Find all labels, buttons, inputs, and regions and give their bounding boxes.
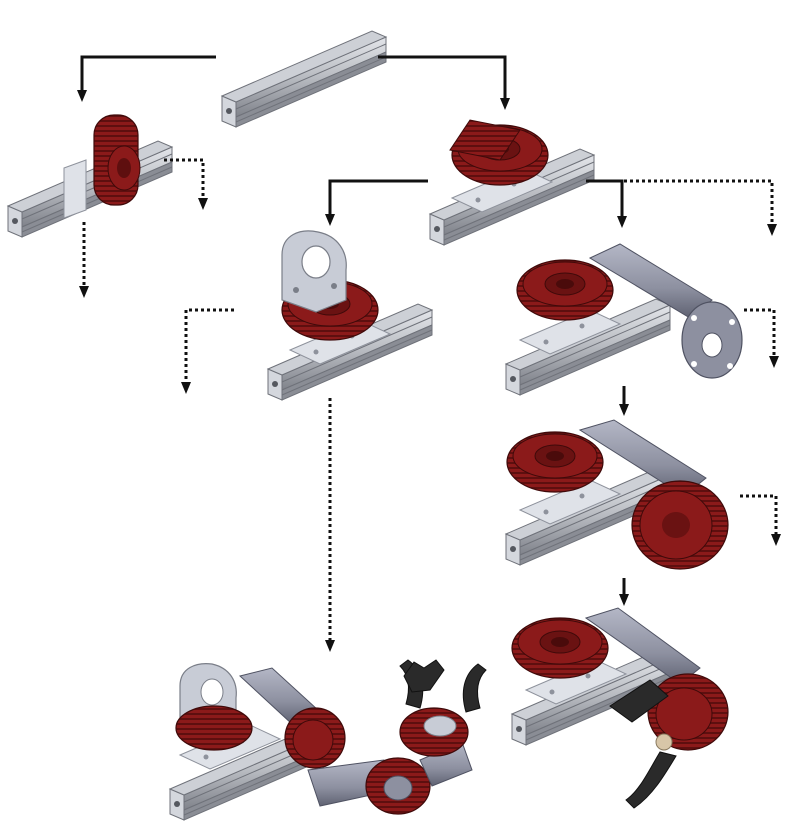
arrowhead-icon	[500, 98, 510, 110]
actuator-icon	[506, 431, 604, 493]
module-side-mounted-actuator	[7, 114, 173, 238]
bracket-icon	[281, 230, 347, 313]
mounting-plate	[63, 159, 87, 219]
actuator-icon	[175, 705, 253, 751]
dotted-arrow	[740, 494, 778, 536]
dotted-arrow	[624, 179, 774, 226]
arrowhead-icon	[79, 286, 89, 298]
solid-arrow	[328, 179, 428, 216]
arrowhead-icon	[181, 382, 191, 394]
module-full-arm-with-gripper	[169, 659, 487, 821]
arrowhead-icon	[619, 594, 629, 606]
actuator-side-icon	[631, 480, 729, 570]
actuator-side-icon	[93, 114, 141, 206]
link-arm-icon	[584, 607, 701, 685]
dotted-arrow	[184, 308, 234, 384]
module-actuator-with-bracket	[267, 230, 433, 401]
gripper-icon	[609, 679, 677, 809]
dotted-arrow	[164, 158, 205, 200]
solid-arrow	[80, 55, 216, 92]
actuator-icon	[365, 757, 431, 815]
flange-icon	[681, 301, 743, 379]
actuator-icon	[511, 617, 609, 679]
arrowhead-icon	[617, 216, 627, 228]
base-extrusion	[221, 30, 387, 128]
arrowhead-icon	[769, 356, 779, 368]
arrowhead-icon	[325, 214, 335, 226]
actuator-icon	[516, 259, 614, 321]
arrowhead-icon	[198, 198, 208, 210]
link-arm-icon	[588, 243, 713, 319]
solid-arrow	[378, 55, 507, 100]
arrowhead-icon	[325, 640, 335, 652]
arrowhead-icon	[771, 534, 781, 546]
module-top-mounted-actuator	[429, 119, 595, 246]
arrowhead-icon	[619, 404, 629, 416]
connector-arrows	[77, 55, 781, 652]
arrowhead-icon	[767, 224, 777, 236]
module-two-joint-arm	[505, 419, 729, 570]
actuator-icon	[284, 707, 346, 769]
gripper-icon	[399, 659, 487, 713]
module-arm-with-gripper	[511, 607, 729, 809]
link-arm-icon	[578, 419, 707, 497]
dotted-arrow	[744, 308, 776, 358]
actuator-icon	[399, 707, 469, 757]
actuator-icon	[647, 673, 729, 751]
module-actuator-with-link	[505, 243, 743, 396]
arrowhead-icon	[77, 90, 87, 102]
solid-arrow	[586, 179, 624, 218]
